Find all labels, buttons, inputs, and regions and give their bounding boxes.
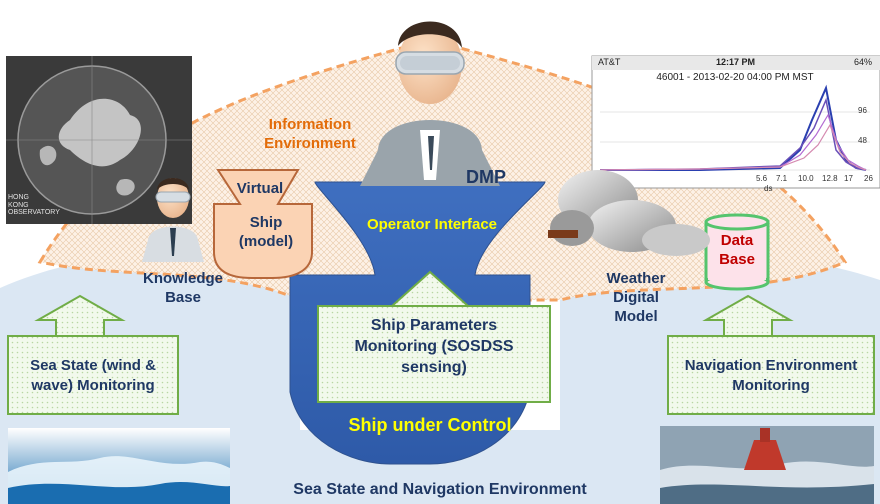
knowledge-base-figure: [142, 178, 204, 262]
buoy-x-tick: 7.1: [776, 174, 788, 183]
ship-parameters-box: [317, 305, 551, 403]
radar-caption-line: OBSERVATORY: [8, 209, 60, 217]
phone-carrier: AT&T: [598, 57, 621, 67]
radar-caption-line: HONG: [8, 194, 29, 201]
radar-caption: HONG KONG OBSERVATORY: [8, 194, 60, 217]
navigation-box: [667, 335, 875, 415]
data-base-label: Data Base: [719, 232, 755, 268]
buoy-x-tick: 17: [844, 174, 853, 183]
sea-state-box: [7, 335, 179, 415]
ship-parameters-label: Ship Parameters Monitoring (SOSDSS sensi…: [354, 317, 514, 376]
phone-battery: 64%: [853, 57, 872, 67]
ship-photo: [660, 426, 874, 504]
ship-under-control-label: Ship under Control: [348, 415, 512, 435]
buoy-y-tick-2: 48: [858, 136, 867, 145]
bottom-caption: Sea State and Navigation Environment: [293, 481, 587, 498]
buoy-chart-title: 46001 - 2013-02-20 04:00 PM MST: [656, 72, 814, 83]
buoy-x-tick: 26: [864, 174, 873, 183]
wave-photo: [8, 428, 230, 504]
operator-interface-label: Operator Interface: [366, 216, 498, 233]
phone-time: 12:17 PM: [716, 57, 756, 67]
virtual-label: Virtual: [236, 180, 284, 197]
dmp-label: DMP: [466, 167, 506, 187]
sea-state-monitoring-label: Sea State (wind & wave) Monitoring: [30, 357, 156, 394]
buoy-x-label: ds: [764, 184, 773, 193]
buoy-x-tick: 12.8: [822, 174, 838, 183]
data-base-cylinder: [704, 213, 770, 291]
weather-digital-model-label: Weather Digital Model: [606, 270, 666, 325]
knowledge-base-label: Knowledge Base: [142, 270, 223, 306]
dmp-operator-figure: [360, 21, 500, 186]
information-environment-label: Information Environment: [264, 116, 356, 152]
weather-cloud-image: [548, 170, 710, 256]
radar-caption-line: KONG: [8, 201, 29, 209]
buoy-y-tick-1: 96: [858, 106, 867, 115]
buoy-x-ticks: 5.6 7.1 10.0 12.8 17 26: [756, 174, 880, 186]
ship-model-label: Ship (model): [238, 214, 294, 250]
buoy-x-tick: 10.0: [798, 174, 814, 183]
buoy-x-tick: 5.6: [756, 174, 768, 183]
virtual-ship-shape: [213, 169, 313, 279]
buoy-chart-image: [591, 55, 880, 189]
navigation-monitoring-label: Navigation Environment Monitoring: [684, 357, 858, 394]
phone-status-bar: AT&T 12:17 PM 64%: [596, 57, 876, 69]
